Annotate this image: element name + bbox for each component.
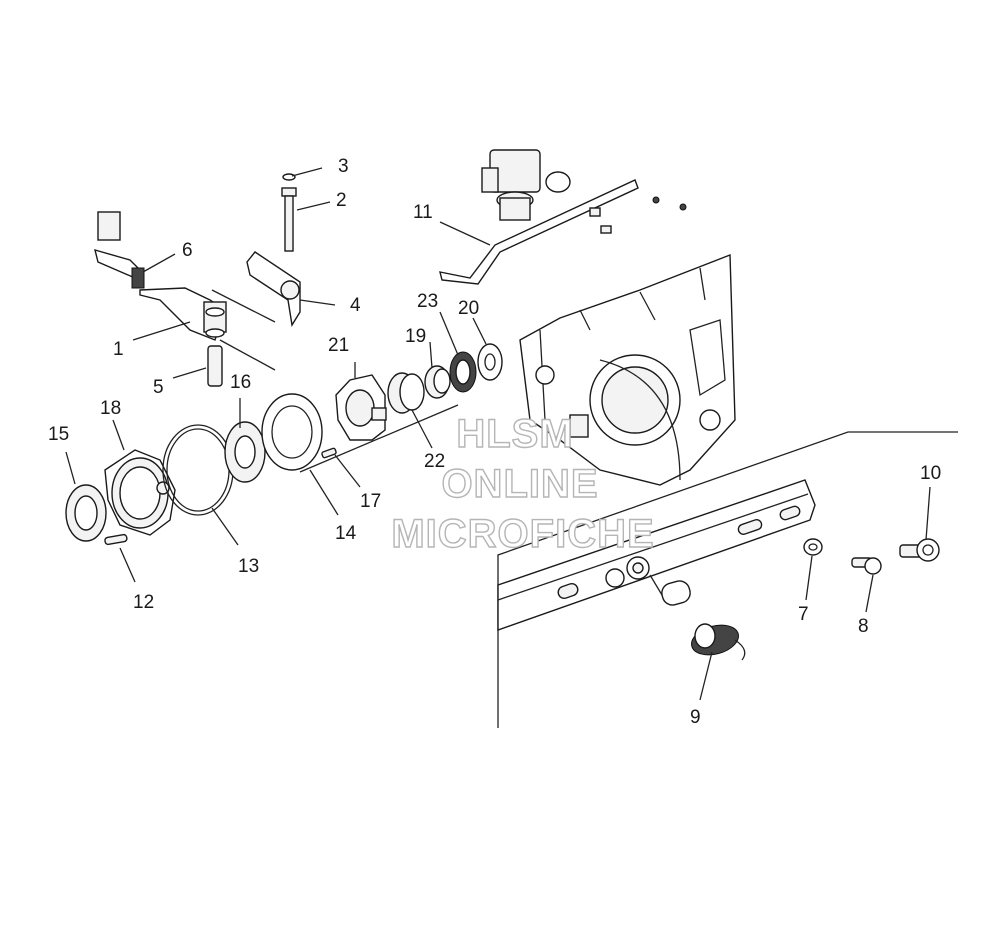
callout-1: 1: [113, 339, 124, 360]
callout-2: 2: [336, 190, 347, 211]
engine-housing: [519, 253, 736, 486]
part-7-washer: [803, 538, 823, 556]
callout-6: 6: [182, 240, 193, 261]
callouts: 3 2 4 6 1 5 16 18 15 12 13 14 17 21 19 2…: [48, 156, 941, 728]
callout-16: 16: [230, 372, 251, 393]
callout-11: 11: [413, 202, 433, 223]
callout-18: 18: [100, 398, 121, 419]
part-10-bolt: [899, 538, 940, 562]
callout-19: 19: [405, 326, 426, 347]
inset-frame: [497, 431, 958, 728]
callout-10: 10: [920, 463, 941, 484]
part-13-oring: [162, 424, 234, 516]
part-22-sleeve: [387, 372, 425, 414]
callout-5: 5: [153, 377, 164, 398]
callout-21: 21: [328, 335, 349, 356]
part-2-3-4-lever: [246, 173, 301, 327]
axis-line: [299, 404, 459, 473]
part-9-spring: [691, 623, 746, 661]
part-16-bearing: [224, 421, 266, 483]
part-21-pump: [335, 374, 387, 441]
callout-7: 7: [798, 604, 809, 625]
part-23-spring: [449, 351, 477, 393]
part-14-gasket: [261, 393, 323, 471]
part-19-ring: [424, 365, 451, 399]
callout-3: 3: [338, 156, 349, 177]
callout-23: 23: [417, 291, 438, 312]
part-8-bolt: [851, 557, 882, 575]
callout-13: 13: [238, 556, 259, 577]
watermark: HLSM ONLINE MICROFICHE: [391, 411, 655, 556]
callout-12: 12: [133, 592, 154, 613]
callout-8: 8: [858, 616, 869, 637]
part-20-washer: [477, 343, 503, 381]
callout-15: 15: [48, 424, 69, 445]
watermark-line-3: MICROFICHE: [391, 512, 654, 556]
callout-9: 9: [690, 707, 701, 728]
callout-17: 17: [360, 491, 381, 512]
part-15-seal: [65, 484, 107, 542]
part-1-5-6-fork: [94, 211, 276, 387]
part-17-pin: [321, 447, 337, 459]
part-11-bracket: [439, 149, 687, 285]
callout-22: 22: [424, 451, 445, 472]
leader-lines: [65, 167, 931, 701]
part-12-bolt: [104, 533, 128, 546]
watermark-line-2: ONLINE: [441, 462, 598, 506]
callout-14: 14: [335, 523, 357, 544]
inset-bracket: [497, 479, 816, 631]
watermark-line-1: HLSM: [456, 412, 573, 456]
callout-20: 20: [458, 298, 479, 319]
part-18-housing: [104, 449, 176, 536]
callout-4: 4: [350, 295, 361, 316]
